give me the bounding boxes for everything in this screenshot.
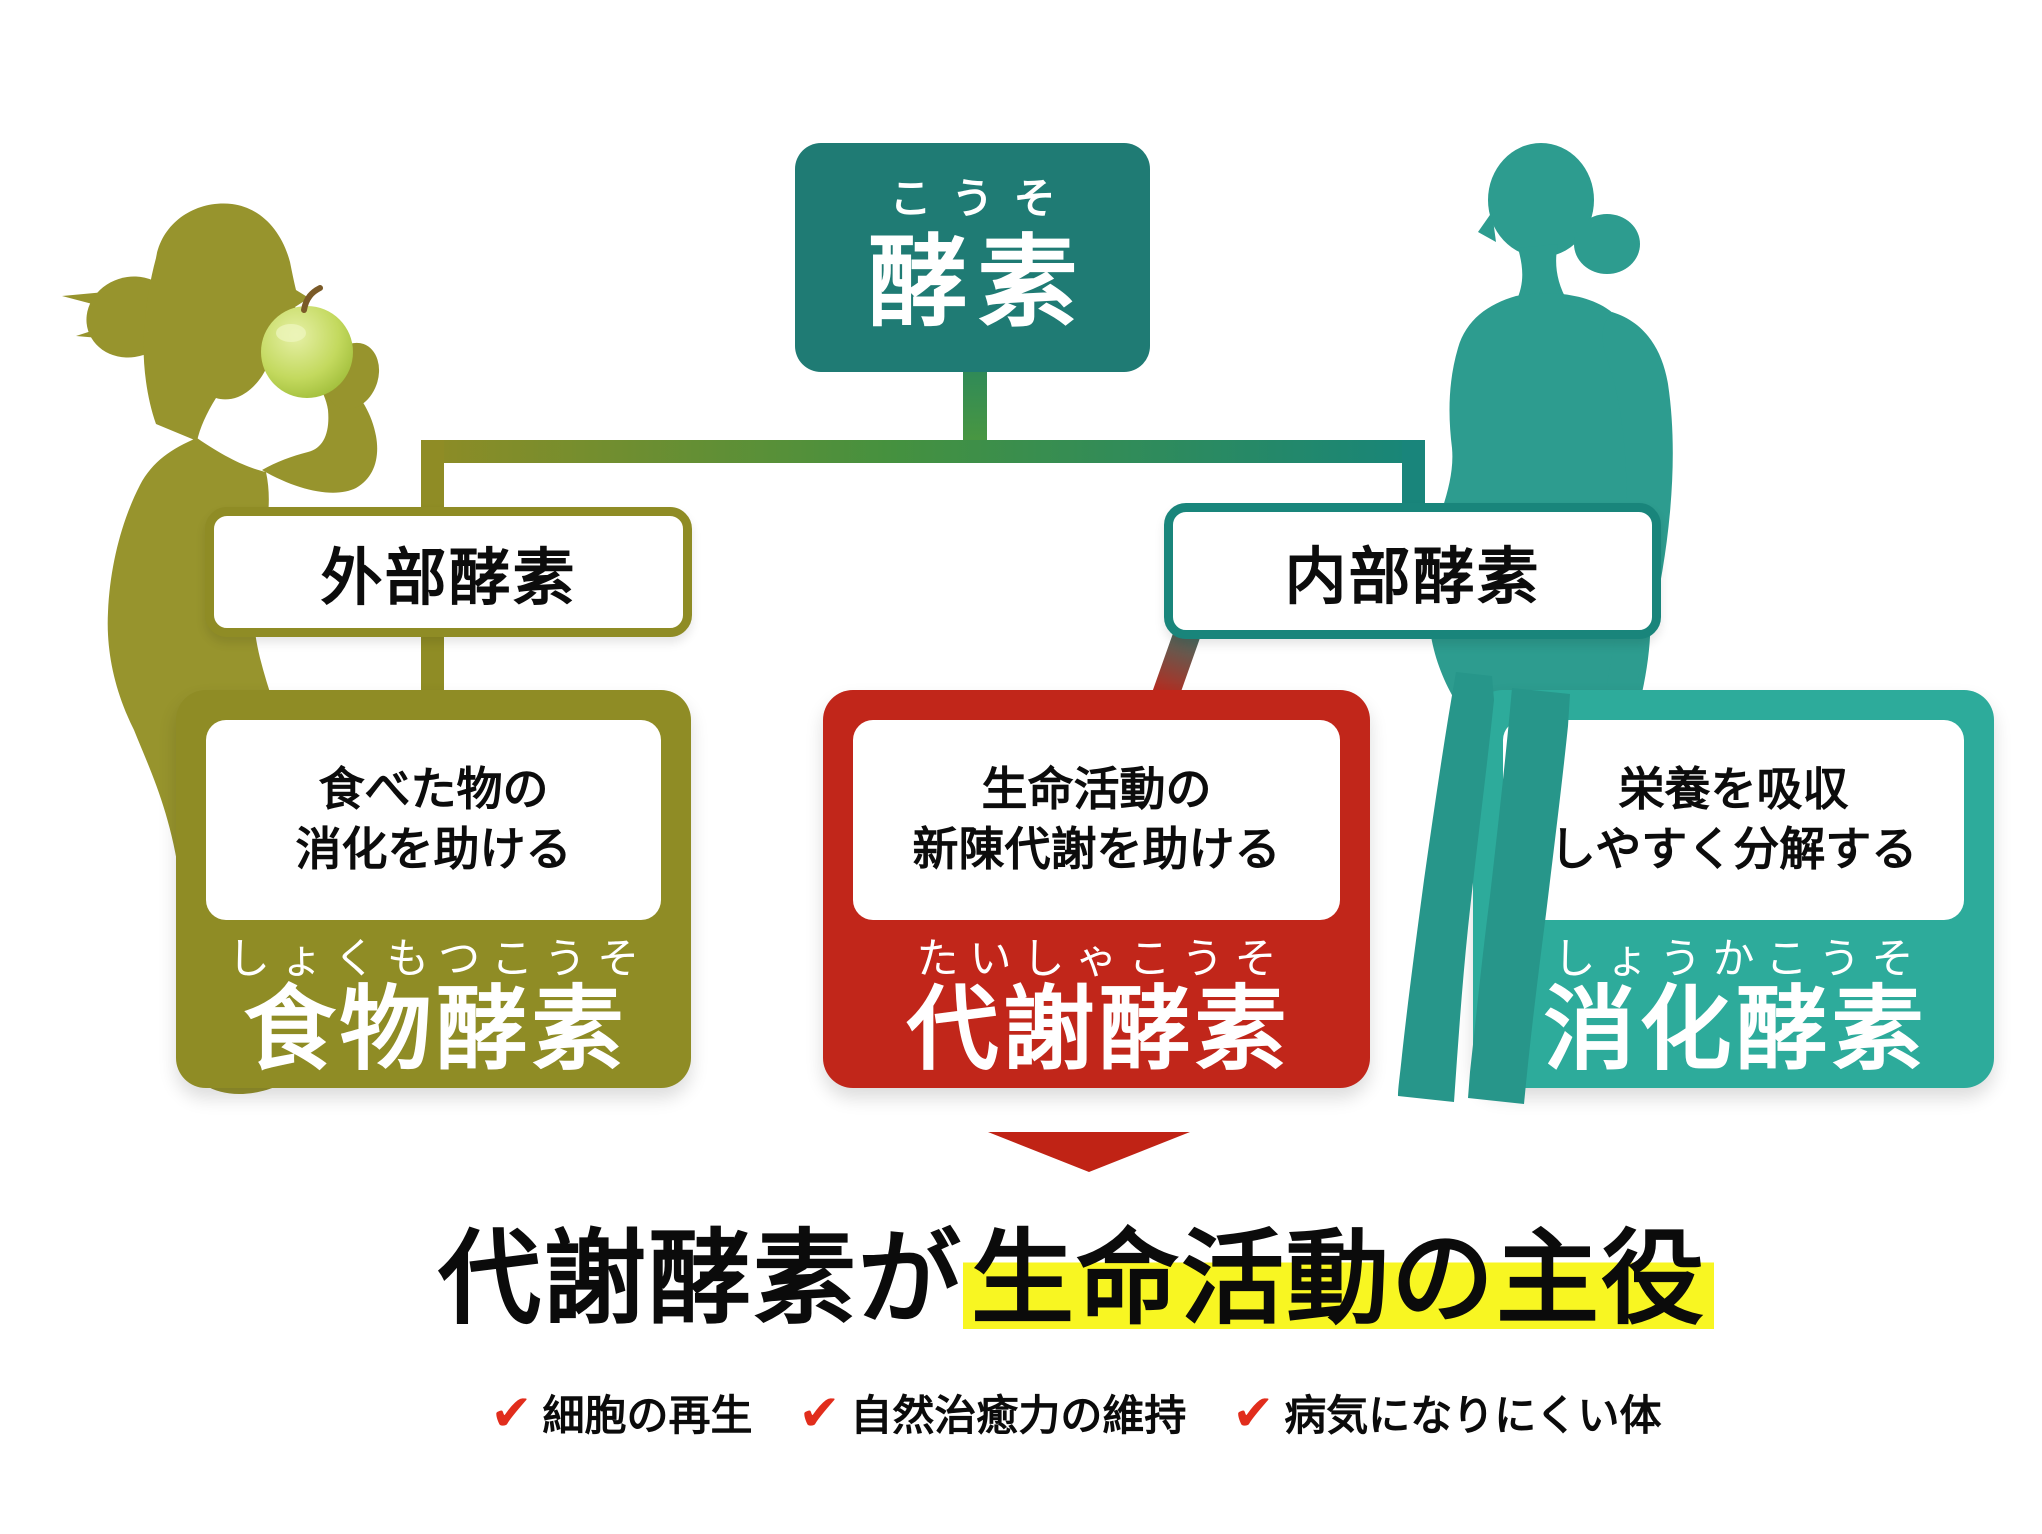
card-food-enzyme: 食べた物の 消化を助ける しょくもつこうそ 食物酵素 [176,690,691,1088]
head [1488,143,1594,257]
hair-bun [86,276,176,358]
description-line: 消化を助ける [295,823,572,875]
conclusion-headline: 代謝酵素が生命活動の主役 [55,1221,2042,1336]
apple-image [261,285,353,398]
head-profile [143,203,309,441]
label-text: 外部酵素 [320,544,577,613]
check-icon: ✔ [490,1384,533,1441]
connector-bar [421,440,1425,463]
card-description: 生命活動の 新陳代謝を助ける [853,720,1340,920]
neck [1516,244,1568,302]
down-arrow-icon [988,1132,1190,1172]
torso [1427,293,1651,702]
card-metabolic-enzyme: 生命活動の 新陳代謝を助ける たいしゃこうそ 代謝酵素 [823,690,1370,1088]
benefit-label: 病気になりにくい体 [1284,1392,1662,1439]
conclusion-highlighted: 生命活動の主役 [963,1221,1714,1336]
root-enzyme-box: こうそ 酵素 [795,143,1150,372]
card-furigana: たいしゃこうそ [916,935,1288,982]
root-title: 酵素 [867,226,1088,339]
description-line: 生命活動の [981,763,1212,816]
card-furigana: しょくもつこうそ [227,935,651,982]
card-furigana: しょうかこうそ [1553,935,1925,982]
card-title: 食物酵素 [243,979,628,1081]
check-icon: ✔ [1232,1384,1275,1441]
benefit-item: ✔ 自然治癒力の維持 [798,1382,1186,1443]
description-line: 新陳代謝を助ける [912,823,1281,875]
description-line: しやすく分解する [1549,823,1918,875]
hair-wisp [76,312,150,342]
conclusion-plain: 代謝酵素が [438,1221,963,1336]
benefit-label: 自然治癒力の維持 [850,1392,1187,1439]
label-external-enzyme: 外部酵素 [205,507,692,637]
nose [1478,212,1496,242]
card-description: 食べた物の 消化を助ける [206,720,661,920]
check-icon: ✔ [798,1384,841,1441]
benefit-item: ✔ 病気になりにくい体 [1232,1382,1661,1443]
connector-stem [963,370,987,444]
benefit-label: 細胞の再生 [542,1392,753,1439]
benefit-item: ✔ 細胞の再生 [491,1382,753,1443]
hair-wisp [62,288,148,316]
card-title: 代謝酵素 [906,979,1291,1081]
description-line: 食べた物の [318,763,549,816]
card-title: 消化酵素 [1543,979,1928,1081]
hand [324,342,380,410]
apple-body [261,306,353,398]
arm [262,369,378,493]
benefits-row: ✔ 細胞の再生 ✔ 自然治癒力の維持 ✔ 病気になりにくい体 [55,1382,2042,1443]
apple-stem [301,285,323,313]
card-description: 栄養を吸収 しやすく分解する [1503,720,1964,920]
label-text: 内部酵素 [1284,543,1541,612]
hair-bun [1574,214,1640,274]
root-furigana: こうそ [889,174,1076,222]
description-line: 栄養を吸収 [1618,763,1849,816]
card-digestive-enzyme: 栄養を吸収 しやすく分解する しょうかこうそ 消化酵素 [1473,690,1994,1088]
apple-highlight [276,324,306,342]
label-internal-enzyme: 内部酵素 [1164,503,1661,639]
